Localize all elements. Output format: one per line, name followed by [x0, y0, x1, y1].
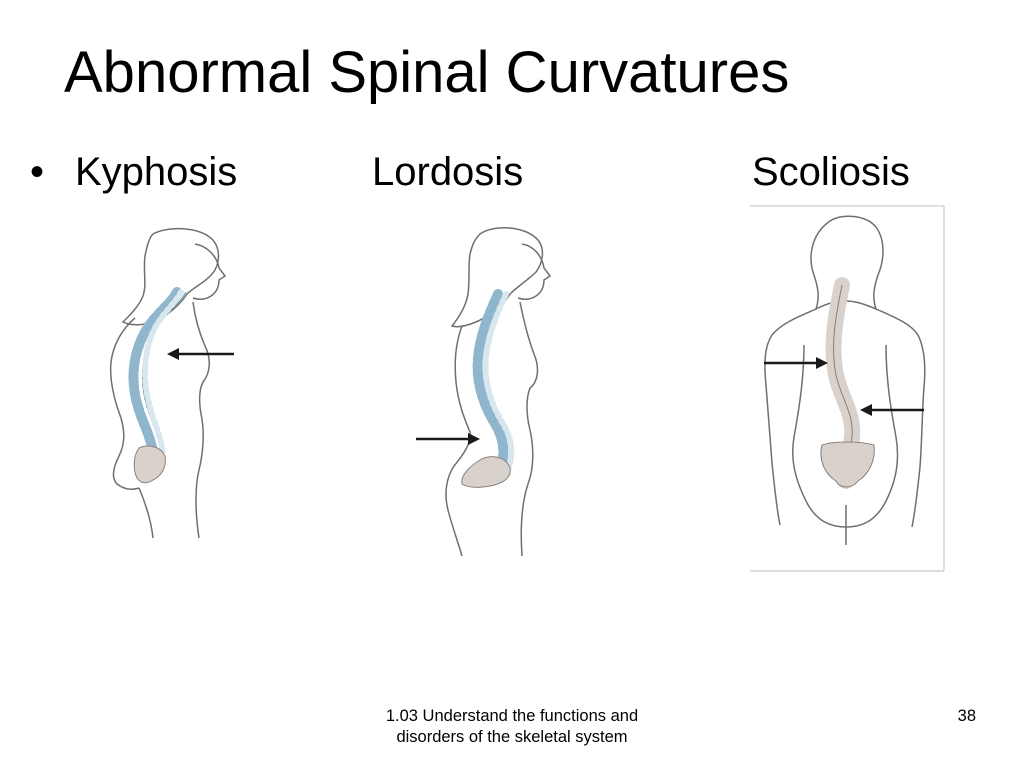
- slide-title: Abnormal Spinal Curvatures: [64, 40, 790, 105]
- back-outline: [445, 325, 472, 557]
- head-outline: [810, 215, 884, 311]
- arrow-right-icon: [764, 357, 828, 369]
- left-body-outline: [764, 308, 817, 526]
- kyphosis-figure: [95, 222, 255, 552]
- front-outline: [192, 301, 210, 539]
- front-outline: [519, 301, 539, 557]
- lordosis-illustration: [416, 227, 552, 557]
- bullet-list: • Kyphosis Lordosis Scoliosis: [30, 147, 990, 197]
- footer-text: 1.03 Understand the functions and disord…: [385, 707, 639, 746]
- spine-curve: [128, 287, 187, 459]
- kyphosis-illustration: [109, 227, 234, 539]
- arrow-left-icon: [860, 404, 924, 416]
- scoliosis-illustration: [750, 205, 945, 572]
- back-outline: [109, 317, 140, 490]
- face-outline: [517, 243, 552, 301]
- right-body-outline: [875, 308, 926, 528]
- hair-outline: [450, 227, 544, 328]
- scoliosis-figure: [750, 205, 946, 572]
- term-kyphosis: Kyphosis: [75, 150, 238, 194]
- spine-curve: [472, 289, 515, 475]
- term-scoliosis: Scoliosis: [752, 150, 910, 194]
- slide-number: 38: [957, 707, 976, 725]
- term-lordosis: Lordosis: [372, 150, 524, 194]
- pelvis-bone: [461, 456, 511, 488]
- arrow-left-icon: [167, 348, 234, 360]
- lordosis-figure: [410, 222, 570, 562]
- face-outline: [192, 243, 227, 301]
- pelvis-bone: [133, 445, 166, 484]
- pelvis-bone: [820, 441, 875, 488]
- leg-outline: [138, 487, 154, 539]
- arrow-right-icon: [416, 433, 480, 445]
- bullet-marker: •: [30, 150, 45, 194]
